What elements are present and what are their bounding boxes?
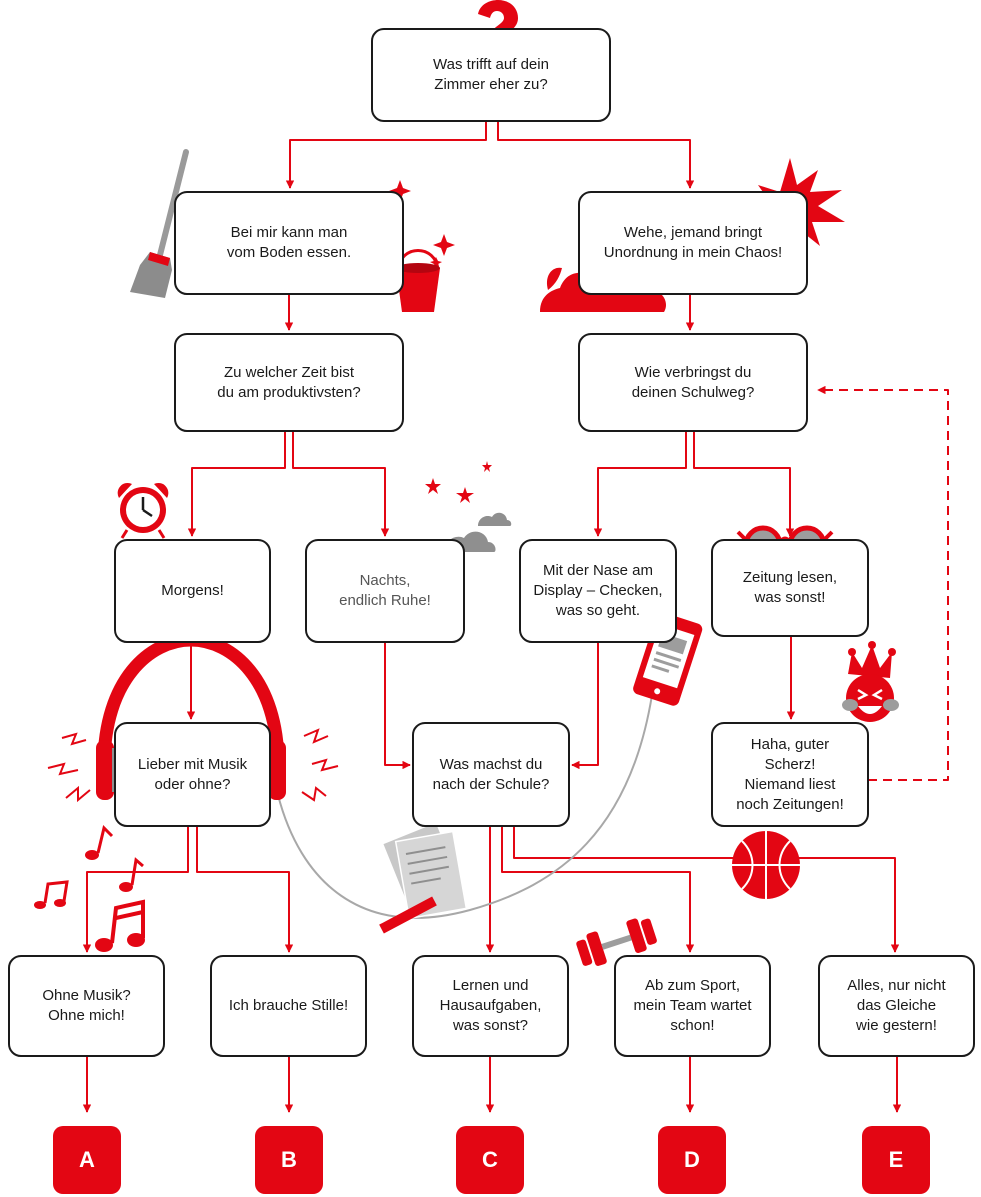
question-zimmer: Was trifft auf dein Zimmer eher zu? (371, 28, 611, 122)
headphone-cable (277, 694, 653, 919)
connector (187, 432, 286, 537)
question-schule: Was machst du nach der Schule? (412, 722, 570, 827)
sound-waves-icon (47, 728, 339, 803)
answer-chaos: Wehe, jemand bringt Unordnung in mein Ch… (578, 191, 808, 295)
connector (196, 827, 294, 953)
music-notes-icon (34, 825, 145, 952)
connector (285, 122, 487, 189)
alarm-clock-icon (117, 483, 169, 539)
answer-stille: Ich brauche Stille! (210, 955, 367, 1057)
dumbbell-icon (576, 918, 657, 966)
answer-sauber: Bei mir kann man vom Boden essen. (174, 191, 404, 295)
answer-sport: Ab zum Sport, mein Team wartet schon! (614, 955, 771, 1057)
connector (292, 432, 390, 537)
answer-zeitung: Zeitung lesen, was sonst! (711, 539, 869, 637)
answer-alles: Alles, nur nicht das Gleiche wie gestern… (818, 955, 975, 1057)
papers-pencil-icon (379, 820, 468, 934)
result-b-badge: B (255, 1126, 323, 1194)
result-d-badge: D (658, 1126, 726, 1194)
connector (501, 827, 695, 953)
dashed-loop-connector (817, 385, 949, 781)
basketball-icon (732, 831, 800, 899)
jester-face-icon (842, 641, 899, 722)
connector (693, 432, 795, 537)
answer-nachts: Nachts, endlich Ruhe! (305, 539, 465, 643)
result-e-badge: E (862, 1126, 930, 1194)
answer-display: Mit der Nase am Display – Checken, was s… (519, 539, 677, 643)
result-a-badge: A (53, 1126, 121, 1194)
connector (82, 827, 189, 953)
answer-morgens: Morgens! (114, 539, 271, 643)
answer-haha: Haha, guter Scherz! Niemand liest noch Z… (711, 722, 869, 827)
connector (513, 827, 900, 953)
result-c-badge: C (456, 1126, 524, 1194)
broom-icon (130, 149, 189, 298)
question-schulweg: Wie verbringst du deinen Schulweg? (578, 333, 808, 432)
connector (497, 122, 695, 189)
connector (571, 643, 599, 770)
answer-ohne-musik: Ohne Musik? Ohne mich! (8, 955, 165, 1057)
question-zeit: Zu welcher Zeit bist du am produktivsten… (174, 333, 404, 432)
stars-icon (425, 461, 492, 503)
question-musik: Lieber mit Musik oder ohne? (114, 722, 271, 827)
connector (593, 432, 687, 537)
connector (384, 643, 411, 770)
answer-lernen: Lernen und Hausaufgaben, was sonst? (412, 955, 569, 1057)
